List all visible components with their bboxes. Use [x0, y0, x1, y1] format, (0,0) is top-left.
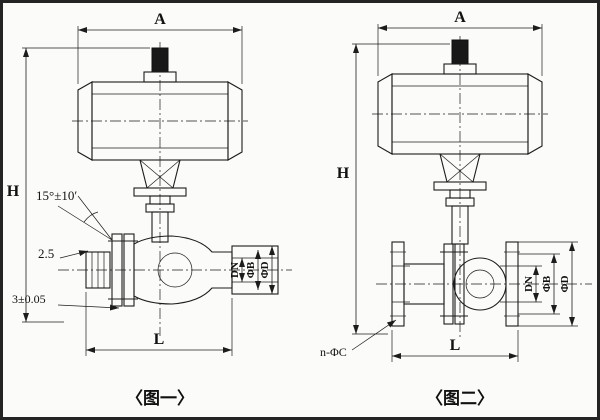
fig1-chamfer-label: 2.5: [38, 246, 54, 261]
fig2-actuator-right-cap: [527, 73, 543, 155]
fig1-bracket: [133, 159, 187, 243]
fig1-dim-label-phiB: ΦB: [245, 261, 257, 278]
fig1-actuator-right-cap: [227, 81, 243, 161]
fig1-caption: 〈图一〉: [126, 388, 194, 408]
fig2-actuator-left-cap: [377, 73, 393, 155]
fig2-dimension-L: L: [391, 330, 519, 362]
fig1-gap-label: 3±0.05: [12, 292, 46, 306]
fig1-dim-label-A: A: [154, 11, 166, 28]
fig2-dim-label-H: H: [337, 165, 350, 182]
fig1-dim-label-DN: DN: [229, 262, 241, 278]
fig2-bolt-label: n-ΦC: [320, 345, 347, 359]
fig1-angle-callout: 15°±10′: [36, 188, 113, 241]
fig1-actuator-left-cap: [77, 81, 93, 161]
fig1-valve-stem: [151, 211, 169, 243]
fig1-actuator-knob: [151, 47, 169, 73]
fig2-dim-label-phiB: ΦB: [541, 275, 553, 292]
fig2-actuator: [372, 39, 548, 155]
fig1-gap-callout: 3±0.05: [12, 292, 120, 311]
fig1-ball: [157, 252, 193, 288]
fig2-actuator-knob: [451, 39, 469, 65]
fig1-chamfer-callout: 2.5: [38, 246, 89, 261]
fig1-dimension-L: L: [85, 292, 233, 356]
figure-1: A H L DN ΦB ΦD 1: [7, 11, 292, 408]
fig1-pipe-end: [231, 245, 279, 295]
fig2-valve-body: [390, 241, 520, 327]
fig1-angle-label: 15°±10′: [36, 188, 77, 203]
fig2-ball: [465, 269, 495, 299]
fig1-bore-dimensions: DN ΦB ΦD: [229, 246, 275, 294]
fig2-caption: 〈图二〉: [426, 388, 494, 408]
fig1-dim-label-phiD: ΦD: [259, 261, 271, 278]
fig1-dim-label-L: L: [154, 331, 165, 348]
fig2-right-flange: [505, 241, 519, 327]
fig2-bolt-callout: n-ΦC: [320, 319, 397, 359]
fig2-dimension-A: A: [377, 9, 543, 76]
fig2-dim-label-A: A: [454, 9, 466, 26]
fig2-dim-label-L: L: [450, 337, 461, 354]
figure-2: A H L DN ΦB ΦD: [320, 9, 592, 408]
fig2-dim-label-phiD: ΦD: [559, 275, 571, 292]
fig1-dim-label-H: H: [7, 183, 20, 200]
fig2-center-flange-right: [454, 243, 465, 325]
fig1-dimension-A: A: [77, 11, 243, 84]
fig2-center-flange-left: [443, 243, 454, 325]
fig1-actuator: [72, 47, 248, 161]
fig2-bore-dimensions: DN ΦB ΦD: [518, 241, 578, 327]
fig2-dim-label-DN: DN: [523, 276, 535, 292]
fig2-dimension-H: H: [337, 43, 450, 335]
fig2-bracket: [433, 153, 487, 245]
fig1-dimension-H: H: [7, 47, 150, 323]
